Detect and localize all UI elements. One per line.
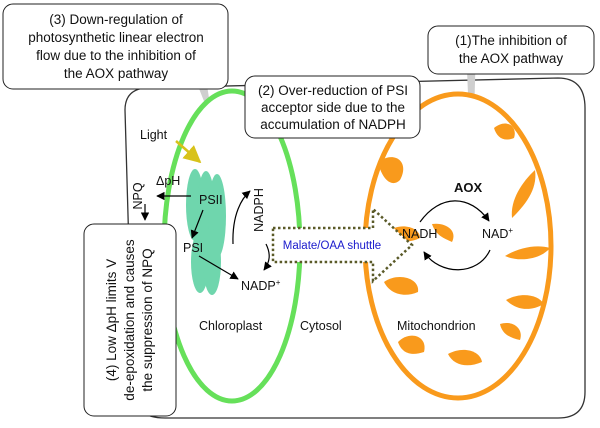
nadp-label: NADP+ <box>241 278 281 293</box>
svg-text:photosynthetic linear electron: photosynthetic linear electron <box>28 30 204 45</box>
dph-label: ΔpH <box>156 174 180 188</box>
svg-text:acceptor side due to the: acceptor side due to the <box>261 100 405 115</box>
light-arrow <box>175 140 202 164</box>
svg-text:the suppression of NPQ: the suppression of NPQ <box>140 248 155 391</box>
svg-text:flow due to the inhibition of: flow due to the inhibition of <box>36 48 196 63</box>
chloroplast-label: Chloroplast <box>199 319 263 333</box>
light-label: Light <box>140 128 168 142</box>
nadph-label: NADPH <box>252 188 266 232</box>
nadh-label: NADH <box>402 227 437 241</box>
callout-3: (3) Down-regulation of photosynthetic li… <box>2 3 229 90</box>
nad-label: NAD+ <box>482 226 513 241</box>
cell-outline <box>124 77 586 419</box>
npq-label: NPQ <box>131 182 145 209</box>
svg-text:accumulation of NADPH: accumulation of NADPH <box>260 117 406 132</box>
svg-text:the AOX pathway: the AOX pathway <box>459 51 564 66</box>
svg-text:(4) Low ΔpH limits V: (4) Low ΔpH limits V <box>104 259 119 381</box>
svg-text:(1)The inhibition of: (1)The inhibition of <box>455 33 567 48</box>
callout-2: (2) Over-reduction of PSI acceptor side … <box>244 75 421 139</box>
thylakoid-stacks <box>186 169 226 295</box>
svg-text:the AOX pathway: the AOX pathway <box>64 66 169 81</box>
cytosol-label: Cytosol <box>300 319 342 333</box>
psi-to-nadp-arrow <box>198 255 239 280</box>
callout-4: (4) Low ΔpH limits V de-epoxidation and … <box>83 223 177 417</box>
nad-to-nadh-arrow <box>423 249 491 271</box>
aox-label: AOX <box>454 180 483 195</box>
mitochondrion-label: Mitochondrion <box>397 319 476 333</box>
psii-to-psi-arrow <box>190 209 204 239</box>
shuttle-arrow <box>271 206 414 284</box>
nadh-to-nad-arrow <box>419 200 490 223</box>
svg-text:de-epoxidation and causes: de-epoxidation and causes <box>122 239 137 401</box>
svg-text:(2) Over-reduction of PSI: (2) Over-reduction of PSI <box>258 83 408 98</box>
psi-label: PSI <box>183 241 203 255</box>
nadp-cycle-arrow <box>263 243 272 271</box>
callout-1: (1)The inhibition of the AOX pathway <box>427 25 595 75</box>
psii-label: PSII <box>199 193 223 207</box>
nadph-cycle-arrow <box>232 190 251 245</box>
shuttle-label: Malate/OAA shuttle <box>283 240 381 252</box>
mitochondrion <box>362 91 554 401</box>
svg-text:(3) Down-regulation of: (3) Down-regulation of <box>49 12 183 27</box>
